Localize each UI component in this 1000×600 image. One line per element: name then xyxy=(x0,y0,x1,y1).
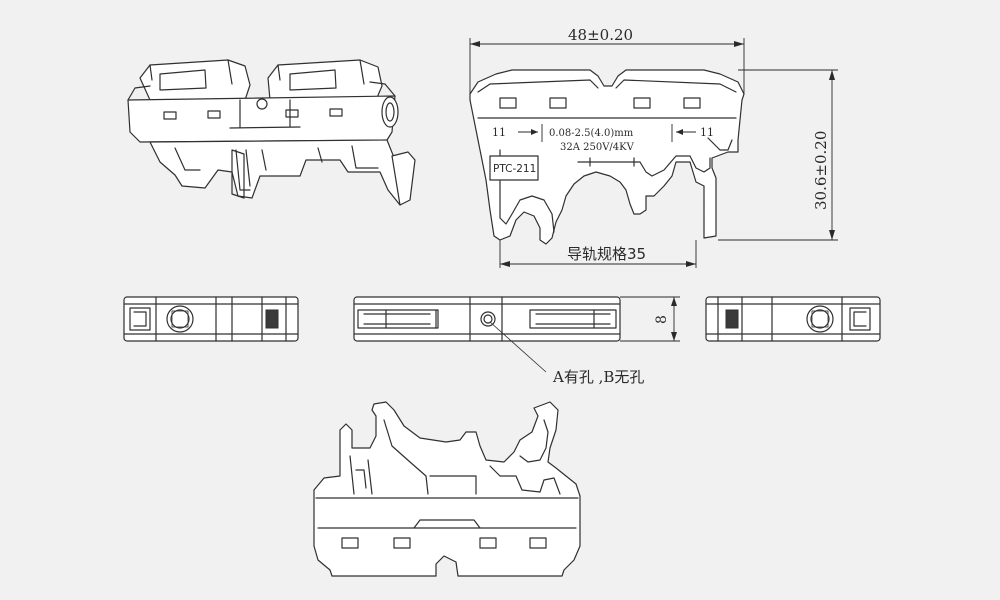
side-view-right xyxy=(705,296,881,342)
thickness-dimension-label: 8 xyxy=(654,315,670,324)
width-dimension: 48±0.20 xyxy=(469,26,745,94)
side-view-left xyxy=(123,296,299,342)
thickness-dimension: 8 xyxy=(620,296,680,342)
rail-dimension-label: 导轨规格35 xyxy=(567,245,646,263)
isometric-view xyxy=(127,59,416,206)
rating-label: 32A 250V/4KV xyxy=(560,142,635,153)
hole-note: A有孔 ,B无孔 xyxy=(552,368,644,386)
front-view: 11 11 0.08-2.5(4.0)mm 32A 250V/4KV PTC-2… xyxy=(469,69,745,245)
bottom-view xyxy=(313,401,581,577)
rail-dimension: 导轨规格35 xyxy=(499,240,697,268)
height-dimension: 30.6±0.20 xyxy=(718,69,838,241)
strip-length-right: 11 xyxy=(700,126,714,139)
top-view xyxy=(353,296,621,373)
model-label: PTC-211 xyxy=(493,163,536,175)
width-dimension-label: 48±0.20 xyxy=(568,26,633,44)
strip-length-left: 11 xyxy=(492,126,506,139)
height-dimension-label: 30.6±0.20 xyxy=(812,131,830,210)
wire-range-label: 0.08-2.5(4.0)mm xyxy=(549,128,634,139)
